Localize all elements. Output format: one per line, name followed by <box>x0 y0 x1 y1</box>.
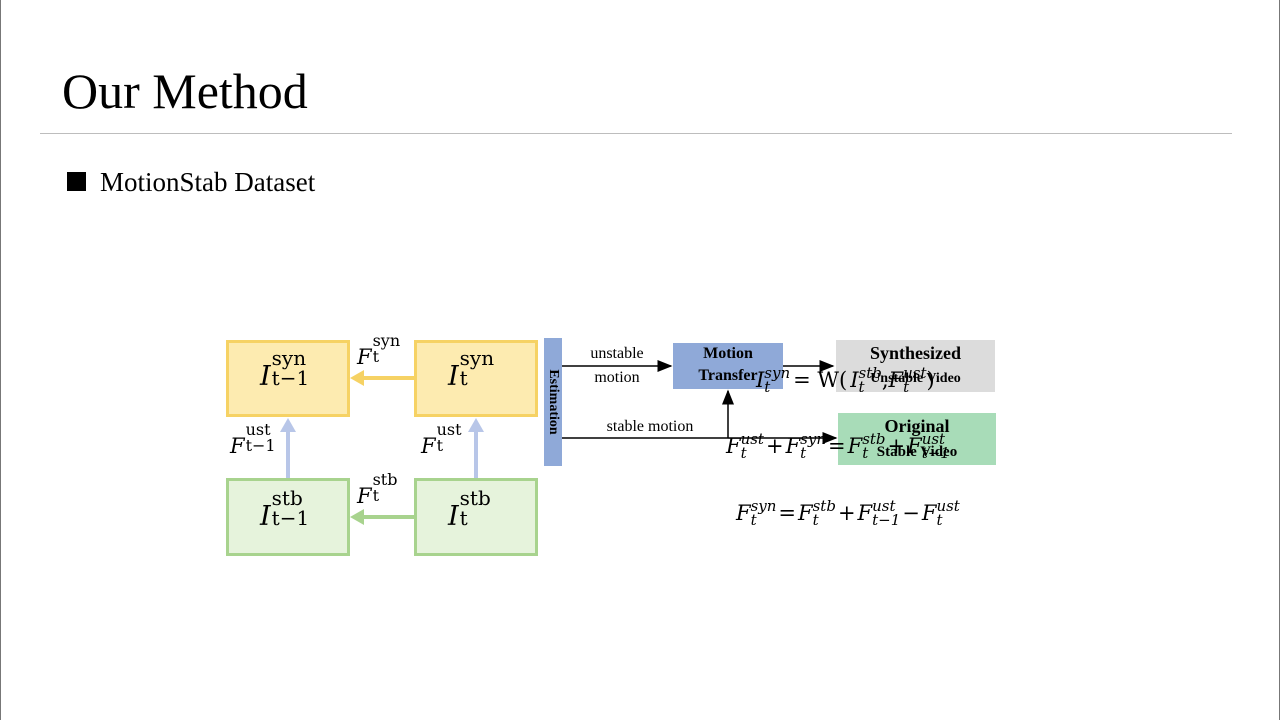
synthesized-unstable-video-block: Synthesized Unstable Video <box>836 340 995 392</box>
square-bullet-icon <box>67 172 86 191</box>
syn-flow-arrow-head <box>350 370 364 386</box>
bullet-text: MotionStab Dataset <box>100 167 316 197</box>
estimation-block: Estimation <box>544 338 562 466</box>
stb-prev-frame-box <box>226 478 350 556</box>
motion-transfer-block: Motion Transfer <box>673 343 783 389</box>
ust-prev-arrow-head <box>280 418 296 432</box>
original-stable-video-block: Original Stable Video <box>838 413 996 465</box>
syn-cur-frame-box <box>414 340 538 417</box>
stb-cur-frame-box <box>414 478 538 556</box>
slide-title: Our Method <box>62 63 308 119</box>
stb-flow-arrow-head <box>350 509 364 525</box>
estimation-label: Estimation <box>546 369 561 435</box>
unstable-motion-label: unstable motion <box>590 345 644 386</box>
slide-left-border <box>0 0 1 720</box>
ust-cur-arrow-head <box>468 418 484 432</box>
syn-prev-frame-box <box>226 340 350 417</box>
stable-motion-label: stable motion <box>606 418 694 435</box>
title-divider <box>40 133 1232 134</box>
